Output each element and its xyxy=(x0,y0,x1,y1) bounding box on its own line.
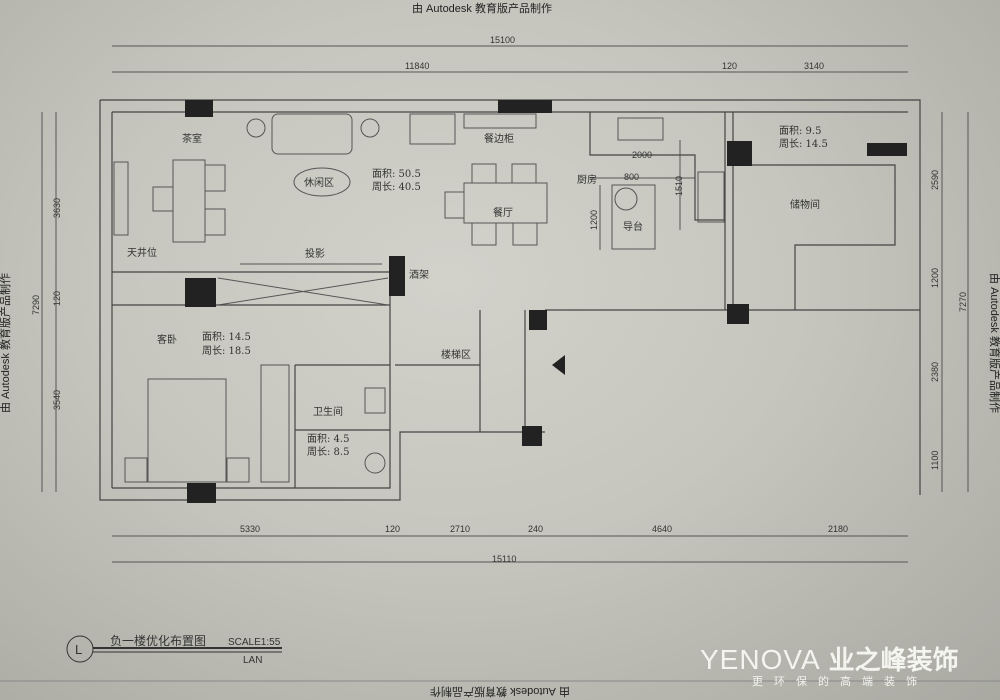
label-guest-bedroom: 客卧 xyxy=(157,333,177,346)
label-tea-room: 茶室 xyxy=(182,132,202,145)
dim-bottom-total: 15110 xyxy=(492,554,516,564)
label-courtyard: 天井位 xyxy=(127,246,157,259)
dim-bottom-3: 240 xyxy=(528,524,543,534)
label-stairs: 楼梯区 xyxy=(441,348,471,361)
perimeter-storage: 周长: 14.5 xyxy=(779,138,828,150)
dim-right-1: 1200 xyxy=(930,268,940,288)
perimeter-bathroom: 周长: 8.5 xyxy=(307,446,349,458)
dim-left-0: 3630 xyxy=(52,198,62,218)
perimeter-main: 周长: 40.5 xyxy=(372,181,421,193)
logo-cn: 业之峰装饰 xyxy=(828,646,959,676)
dim-bottom-5: 2180 xyxy=(828,524,848,534)
dim-bottom-0: 5330 xyxy=(240,524,260,534)
dimension-lines xyxy=(41,45,969,563)
dim-bottom-4: 4640 xyxy=(652,524,672,534)
title-marker: L xyxy=(75,642,82,657)
dim-bottom-2: 2710 xyxy=(450,524,470,534)
label-bathroom: 卫生间 xyxy=(313,405,343,418)
dim-kitchen-800: 800 xyxy=(624,172,639,182)
area-bathroom: 面积: 4.5 xyxy=(307,433,349,445)
area-storage: 面积: 9.5 xyxy=(779,125,821,137)
label-sideboard: 餐边柜 xyxy=(484,132,514,145)
label-projection: 投影 xyxy=(305,247,325,260)
drawing-scale: SCALE1:55 xyxy=(228,637,281,648)
label-dining: 餐厅 xyxy=(493,206,513,219)
drawing-sub: LAN xyxy=(243,655,262,666)
logo-en: YENOVA xyxy=(700,644,821,675)
drawing-title: 负一楼优化布置图 xyxy=(110,633,206,648)
dim-top-0: 11840 xyxy=(405,61,429,71)
dim-left-total: 7290 xyxy=(31,295,41,315)
label-leisure: 休闲区 xyxy=(304,176,334,189)
logo-slogan: 更环保的高端装饰 xyxy=(752,675,928,688)
area-main: 面积: 50.5 xyxy=(372,168,421,180)
dim-kitchen-2000: 2000 xyxy=(632,150,652,160)
perimeter-bedroom: 周长: 18.5 xyxy=(202,345,251,357)
dim-top-2: 3140 xyxy=(804,61,824,71)
label-wine-rack: 酒架 xyxy=(409,269,429,281)
dim-right-2: 2380 xyxy=(930,362,940,382)
label-island: 导台 xyxy=(623,220,643,233)
columns xyxy=(185,100,907,503)
dim-top-total: 15100 xyxy=(490,35,515,45)
dim-right-0: 2590 xyxy=(930,170,940,190)
label-kitchen: 厨房 xyxy=(577,173,597,186)
dim-kitchen-1200: 1200 xyxy=(589,210,599,230)
furniture xyxy=(113,113,725,483)
label-storage: 储物间 xyxy=(790,198,820,211)
dim-top-1: 120 xyxy=(722,61,737,71)
dim-bottom-1: 120 xyxy=(385,524,400,534)
dim-right-total: 7270 xyxy=(958,292,968,312)
dim-left-1: 120 xyxy=(52,291,62,306)
dim-kitchen-1510: 1510 xyxy=(674,176,684,196)
dim-left-2: 3540 xyxy=(52,390,62,410)
area-bedroom: 面积: 14.5 xyxy=(202,331,251,343)
walls xyxy=(99,99,921,501)
watermark-top: 由 Autodesk 教育版产品制作 xyxy=(412,3,552,15)
dim-right-3: 1100 xyxy=(930,451,940,470)
